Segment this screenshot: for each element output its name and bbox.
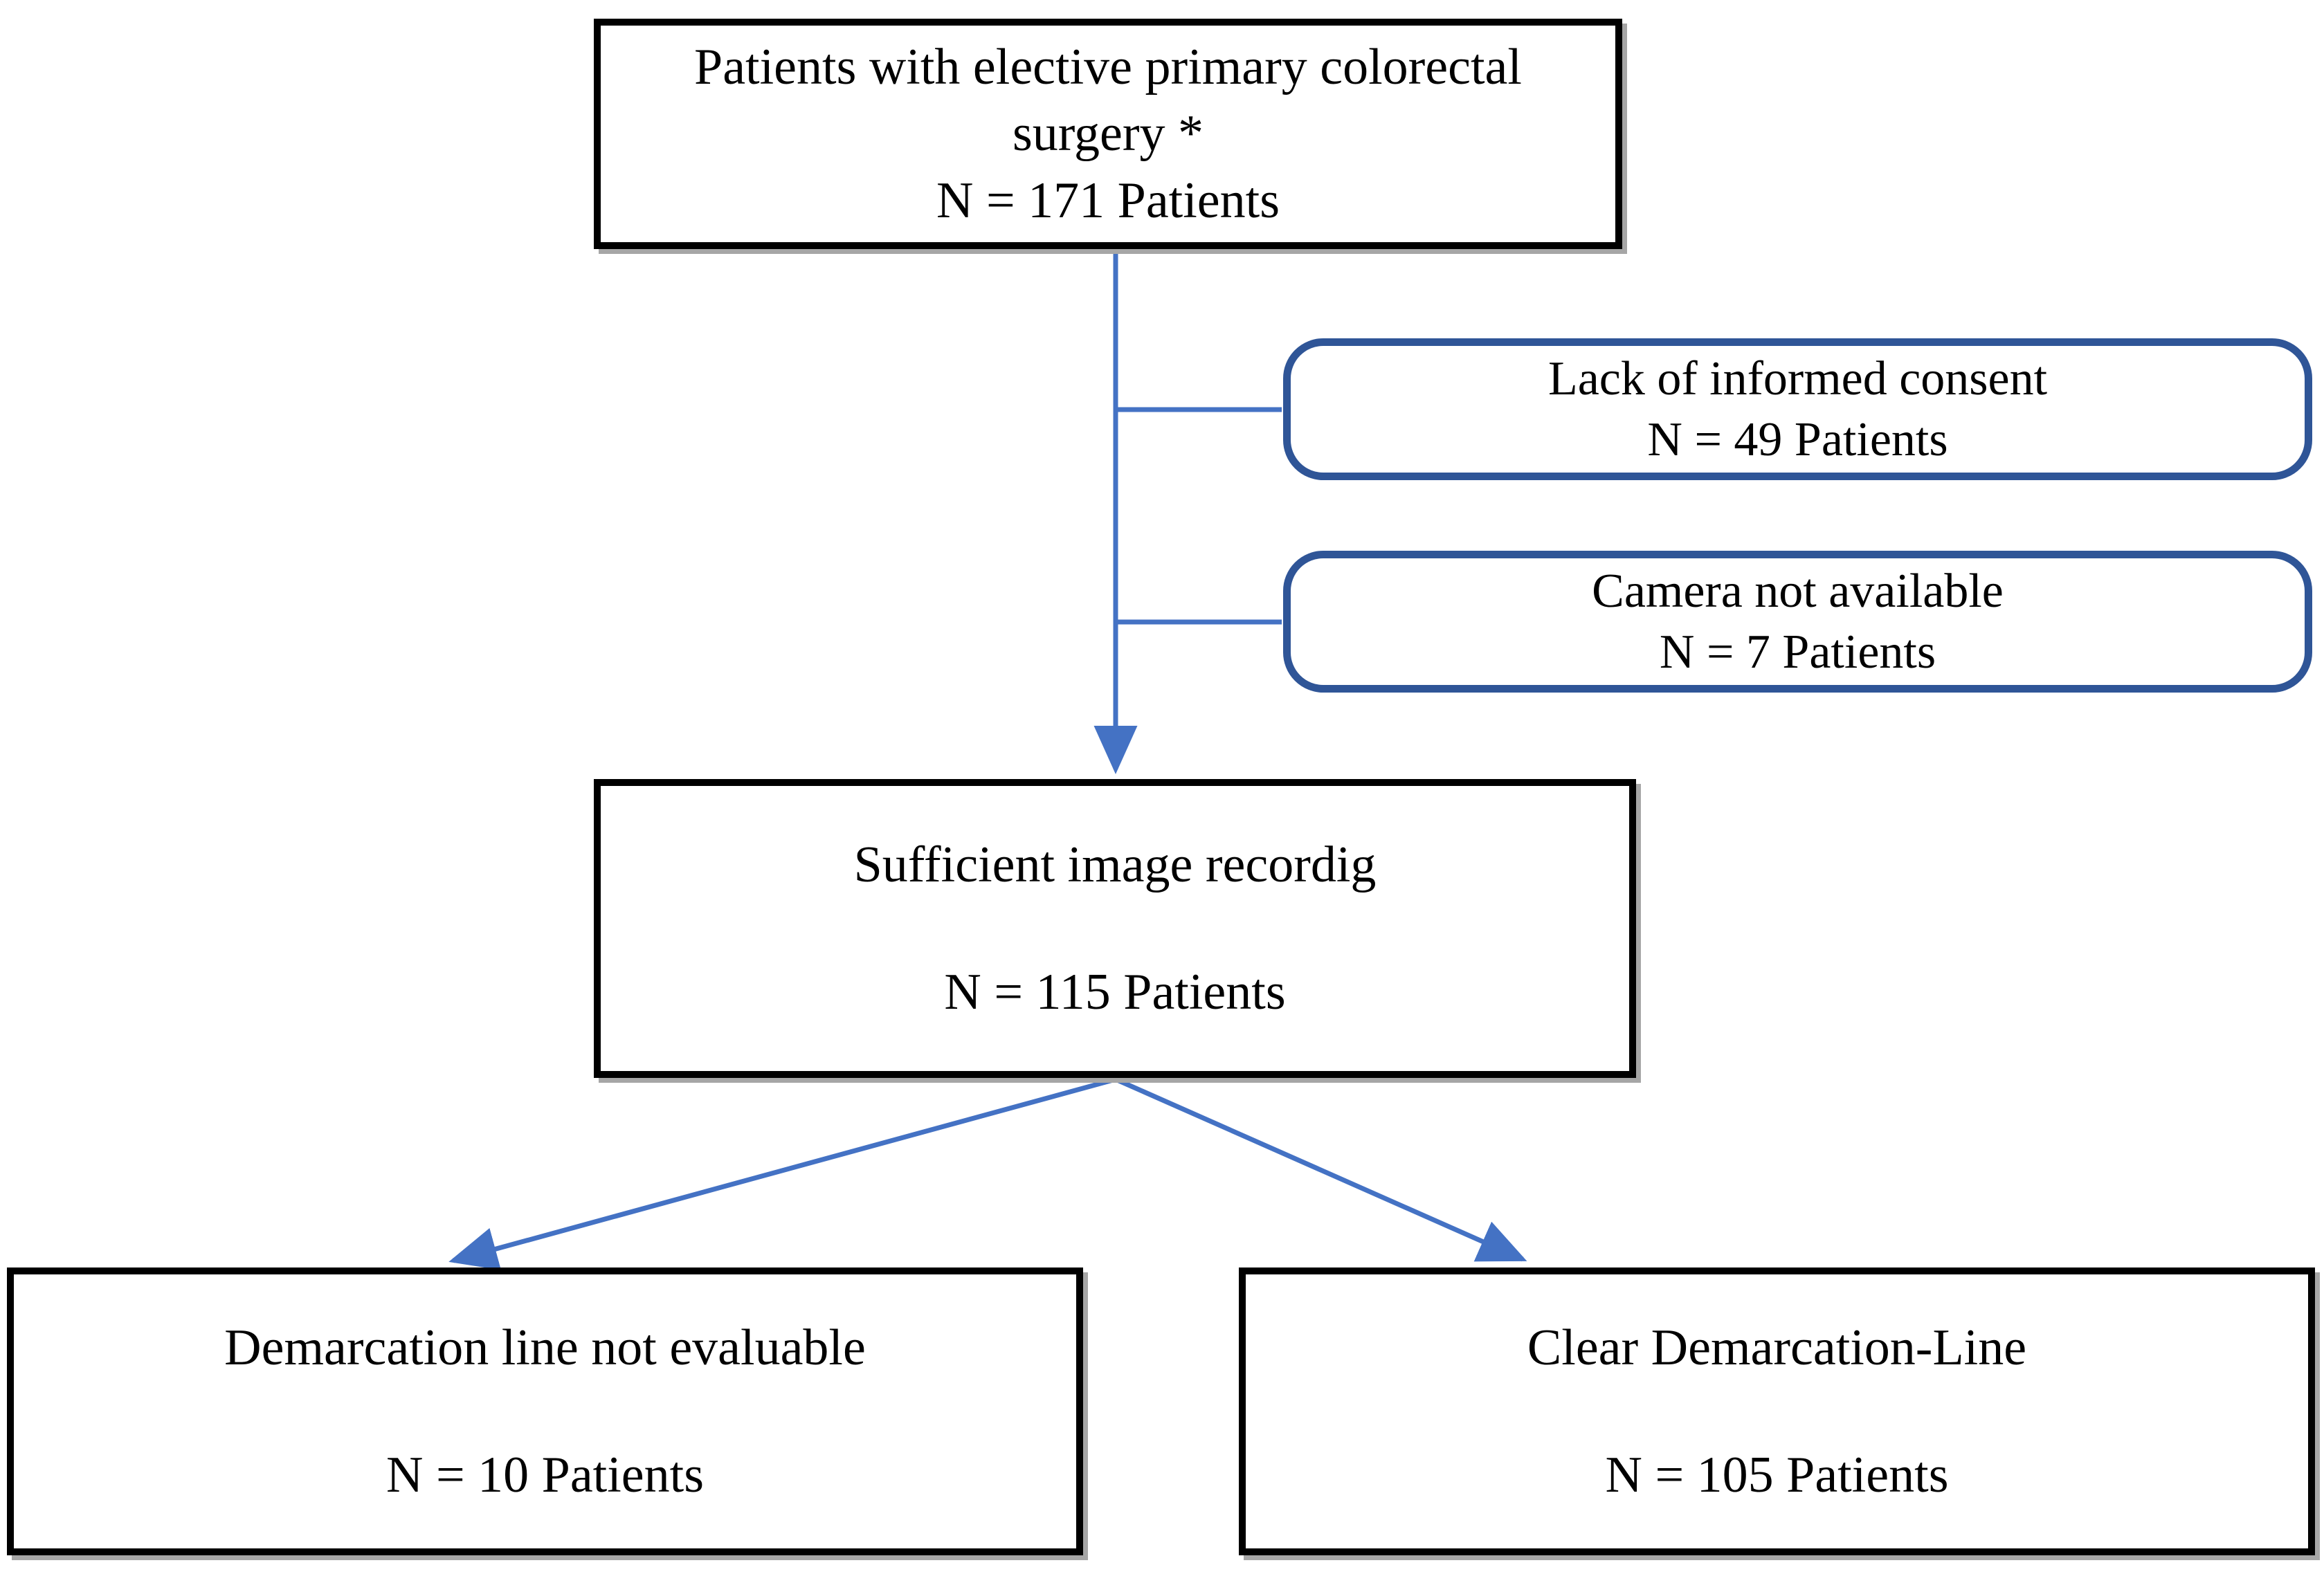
node-exclusion-camera-title: Camera not available (1592, 565, 2004, 618)
node-not-evaluable-count: N = 10 Patients (386, 1447, 704, 1503)
node-not-evaluable-title: Demarcation line not evaluable (224, 1319, 866, 1376)
node-exclusion-camera-count: N = 7 Patients (1659, 625, 1936, 679)
node-sufficient-recording: Sufficient image recordig N = 115 Patien… (594, 779, 1636, 1078)
node-sufficient-recording-title: Sufficient image recordig (853, 836, 1377, 893)
node-exclusion-camera: Camera not available N = 7 Patients (1283, 551, 2312, 693)
connector-split-right (1114, 1077, 1527, 1262)
node-exclusion-informed-consent: Lack of informed consent N = 49 Patients (1283, 338, 2312, 480)
node-clear-demarcation-title: Clear Demarcation-Line (1527, 1319, 2027, 1376)
node-clear-demarcation: Clear Demarcation-Line N = 105 Patients (1239, 1268, 2315, 1555)
node-enrollment-title-line1: Patients with elective primary colorecta… (694, 39, 1522, 96)
node-enrollment-count: N = 171 Patients (936, 172, 1280, 229)
node-sufficient-recording-count: N = 115 Patients (944, 964, 1286, 1021)
node-not-evaluable: Demarcation line not evaluable N = 10 Pa… (7, 1268, 1083, 1555)
node-clear-demarcation-count: N = 105 Patients (1605, 1447, 1949, 1503)
connector-split-left (448, 1077, 1116, 1270)
node-enrollment-title-line2: surgery * (1012, 105, 1204, 163)
node-exclusion-informed-consent-count: N = 49 Patients (1647, 412, 1948, 466)
node-exclusion-informed-consent-title: Lack of informed consent (1547, 352, 2048, 405)
node-enrollment: Patients with elective primary colorecta… (594, 19, 1622, 249)
